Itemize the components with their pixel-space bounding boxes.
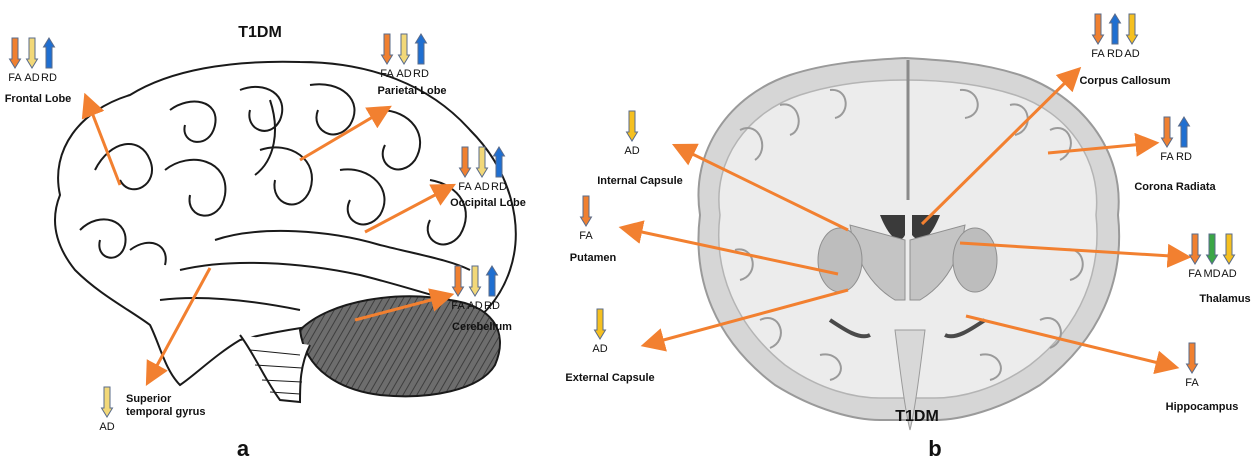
- region-label: Frontal Lobe: [5, 93, 72, 105]
- region-label: Internal Capsule: [597, 175, 683, 187]
- decrease-arrow-icon: [581, 196, 592, 226]
- region-label: Occipital Lobe: [450, 197, 526, 209]
- panel-letter-b: b: [928, 436, 941, 461]
- label-line-2: temporal gyrus: [126, 406, 205, 418]
- measure-label: RD: [1176, 151, 1192, 163]
- decrease-arrow-icon: [1127, 14, 1138, 44]
- decrease-arrow-icon: [1162, 117, 1173, 147]
- region-label: Putamen: [570, 252, 617, 264]
- decrease-arrow-icon: [382, 34, 393, 64]
- brain-lateral-illustration: [55, 62, 516, 402]
- measure-label: FA: [1160, 151, 1174, 163]
- measure-label: AD: [99, 421, 114, 433]
- measure-label: FA: [579, 230, 593, 242]
- measure-label: FA: [458, 181, 472, 193]
- measure-label: AD: [624, 145, 639, 157]
- region-superior-temporal-gyrus: AD Superior temporal gyrus: [99, 387, 205, 433]
- measure-label: AD: [24, 72, 39, 84]
- measure-label: FA: [1185, 377, 1199, 389]
- measure-label: FA: [451, 300, 465, 312]
- decrease-arrow-icon: [1207, 234, 1218, 264]
- measure-label: AD: [1221, 268, 1236, 280]
- measure-label: RD: [1107, 48, 1123, 60]
- region-label: Parietal Lobe: [377, 85, 446, 97]
- measure-label: AD: [592, 343, 607, 355]
- coronal-section-illustration: [698, 58, 1119, 430]
- region-putamen: FA Putamen: [570, 196, 617, 264]
- increase-arrow-icon: [1110, 14, 1121, 44]
- decrease-arrow-icon: [10, 38, 21, 68]
- decrease-arrow-icon: [102, 387, 113, 417]
- decrease-arrow-icon: [27, 38, 38, 68]
- region-label: Corpus Callosum: [1079, 75, 1170, 87]
- measure-label: AD: [467, 300, 482, 312]
- measure-label: RD: [413, 68, 429, 80]
- label-line-1: Superior: [126, 393, 172, 405]
- measure-label: FA: [8, 72, 22, 84]
- decrease-arrow-icon: [1224, 234, 1235, 264]
- region-label: External Capsule: [565, 372, 654, 384]
- decrease-arrow-icon: [627, 111, 638, 141]
- region-label: Corona Radiata: [1134, 181, 1216, 193]
- measure-label: AD: [396, 68, 411, 80]
- region-label: Hippocampus: [1166, 401, 1239, 413]
- decrease-arrow-icon: [595, 309, 606, 339]
- region-internal-capsule: AD Internal Capsule: [597, 111, 683, 187]
- region-label: Superior temporal gyrus: [126, 393, 205, 418]
- region-label: Cerebellum: [452, 321, 512, 333]
- increase-arrow-icon: [44, 38, 55, 68]
- measure-label: AD: [474, 181, 489, 193]
- measure-label: RD: [484, 300, 500, 312]
- measure-label: FA: [1091, 48, 1105, 60]
- measure-label: RD: [41, 72, 57, 84]
- panel-letter-a: a: [237, 436, 250, 461]
- increase-arrow-icon: [416, 34, 427, 64]
- measure-label: RD: [491, 181, 507, 193]
- measure-label: AD: [1124, 48, 1139, 60]
- measure-label: FA: [380, 68, 394, 80]
- decrease-arrow-icon: [399, 34, 410, 64]
- measure-label: FA: [1188, 268, 1202, 280]
- decrease-arrow-icon: [1190, 234, 1201, 264]
- measure-label: MD: [1203, 268, 1220, 280]
- region-external-capsule: AD External Capsule: [565, 309, 654, 384]
- decrease-arrow-icon: [1187, 343, 1198, 373]
- region-hippocampus: FA Hippocampus: [1166, 343, 1239, 413]
- decrease-arrow-icon: [1093, 14, 1104, 44]
- increase-arrow-icon: [1179, 117, 1190, 147]
- panel-a-title: T1DM: [238, 24, 282, 41]
- panel-b-title: T1DM: [895, 408, 939, 425]
- region-label: Thalamus: [1199, 293, 1250, 305]
